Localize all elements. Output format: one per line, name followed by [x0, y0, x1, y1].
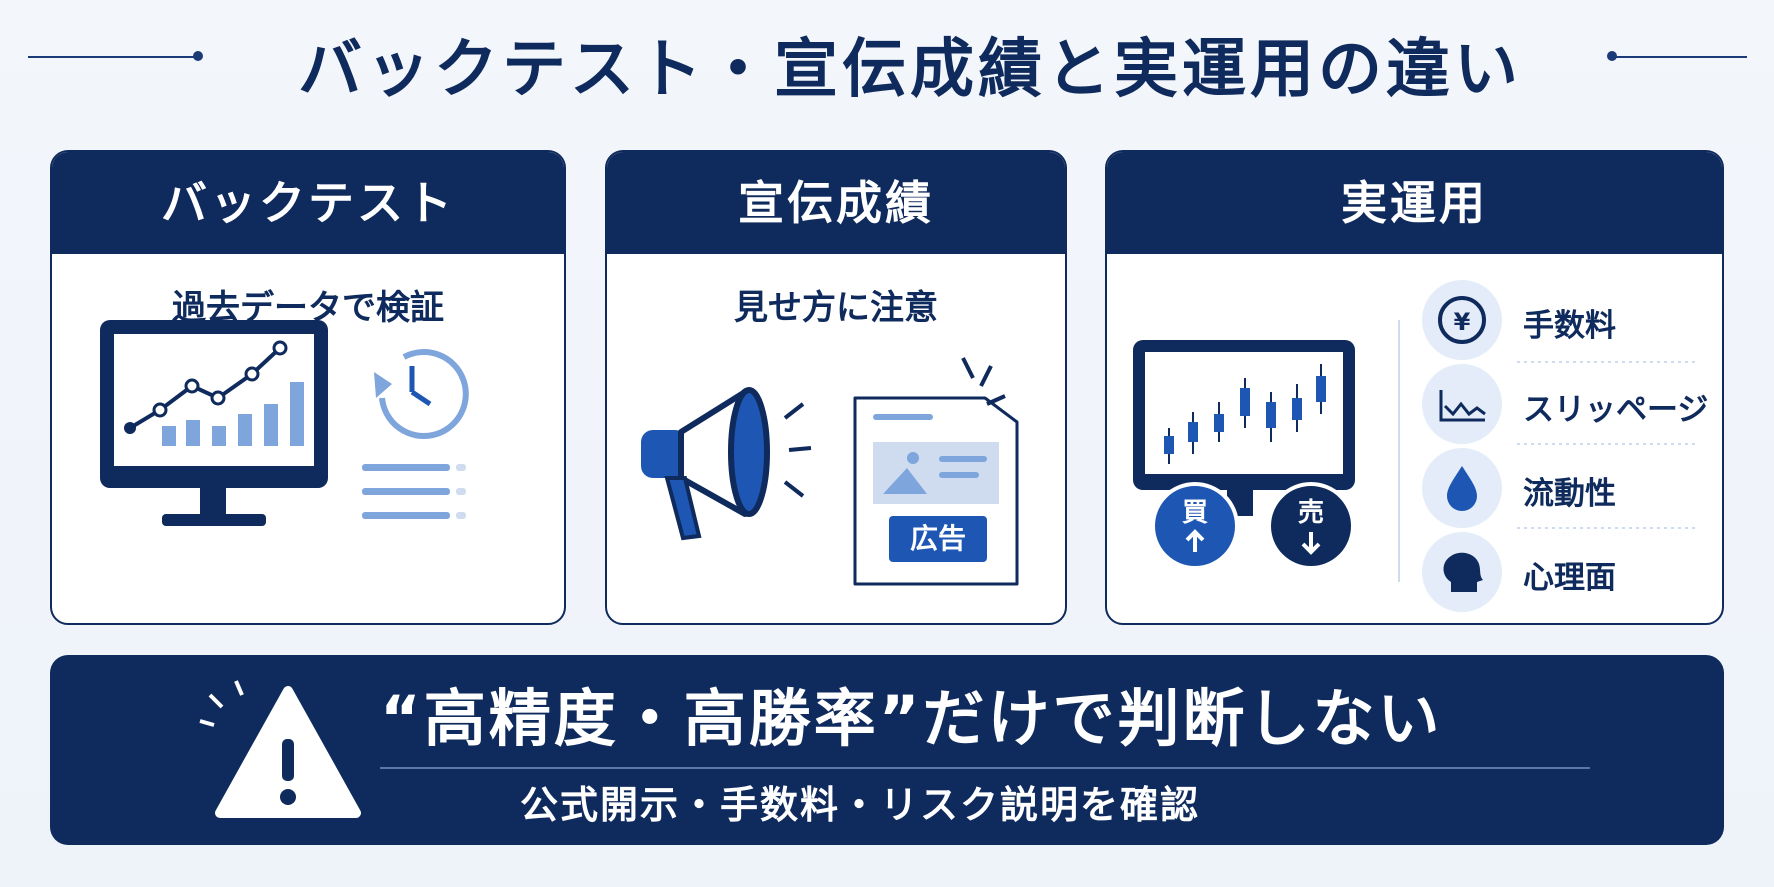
- title-rule-left: [28, 56, 198, 58]
- factor-label-slippage: スリッページ: [1523, 392, 1709, 428]
- sell-badge-icon: [1267, 482, 1355, 570]
- megaphone-icon: [641, 387, 812, 541]
- ad-flyer-icon: [853, 357, 1019, 586]
- advertised-results-card-subtitle: 見せ方に注意: [734, 288, 938, 328]
- buy-label: 買: [1181, 498, 1208, 528]
- backtest-card-heading: バックテスト: [52, 152, 564, 254]
- buy-badge-icon: [1151, 482, 1239, 570]
- live-trading-card-heading: 実運用: [1107, 152, 1722, 254]
- history-clock-icon: [374, 349, 469, 439]
- advertised-results-card-heading: 宣伝成績: [607, 152, 1065, 254]
- banner-headline: “高精度・高勝率”だけで判断しない: [380, 682, 1443, 755]
- monitor-chart-icon: [100, 320, 328, 526]
- head-silhouette-icon: [1422, 532, 1502, 612]
- factor-label-psychology: 心理面: [1523, 560, 1616, 596]
- title-rule-right: [1612, 56, 1747, 58]
- svg-text:¥: ¥: [1454, 308, 1471, 336]
- factor-label-fees: 手数料: [1523, 308, 1616, 344]
- banner-divider: [380, 767, 1590, 769]
- page-title: バックテスト・宣伝成績と実運用の違い: [298, 33, 1522, 107]
- factor-label-liquidity: 流動性: [1523, 476, 1616, 512]
- list-lines-icon: [362, 464, 466, 519]
- title-dot-left: [193, 51, 203, 61]
- warning-banner: “高精度・高勝率”だけで判断しない 公式開示・手数料・リスク説明を確認: [50, 655, 1724, 845]
- live-trading-card: 実運用 ¥: [1105, 150, 1724, 625]
- candlestick-monitor-icon: [1133, 340, 1355, 516]
- water-drop-icon: [1422, 448, 1502, 528]
- ad-label: 広告: [909, 522, 966, 555]
- sell-label: 売: [1297, 498, 1324, 528]
- advertised-results-card: 宣伝成績 見せ方に注意 広告: [605, 150, 1067, 625]
- banner-subline: 公式開示・手数料・リスク説明を確認: [520, 783, 1201, 827]
- yen-icon: ¥: [1422, 280, 1502, 360]
- slippage-chart-icon: [1422, 364, 1502, 444]
- warning-triangle-icon: [199, 680, 361, 818]
- backtest-card: バックテスト 過去データで検証: [50, 150, 566, 625]
